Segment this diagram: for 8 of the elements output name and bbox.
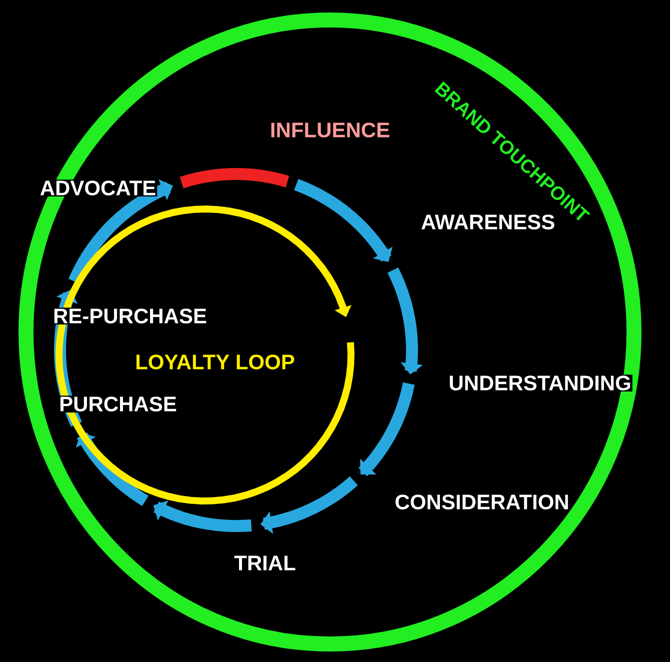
- stage-label: CONSIDERATION: [394, 494, 570, 510]
- stage-label: PURCHASE: [58, 396, 178, 412]
- loop-label: LOYALTY LOOP: [134, 354, 296, 370]
- stage-label: INFLUENCE: [268, 122, 392, 138]
- stage-label: ADVOCATE: [38, 180, 158, 196]
- stage-label: RE-PURCHASE: [52, 308, 208, 324]
- stage-label: TRIAL: [233, 554, 297, 572]
- stage-label: UNDERSTANDING: [448, 374, 632, 392]
